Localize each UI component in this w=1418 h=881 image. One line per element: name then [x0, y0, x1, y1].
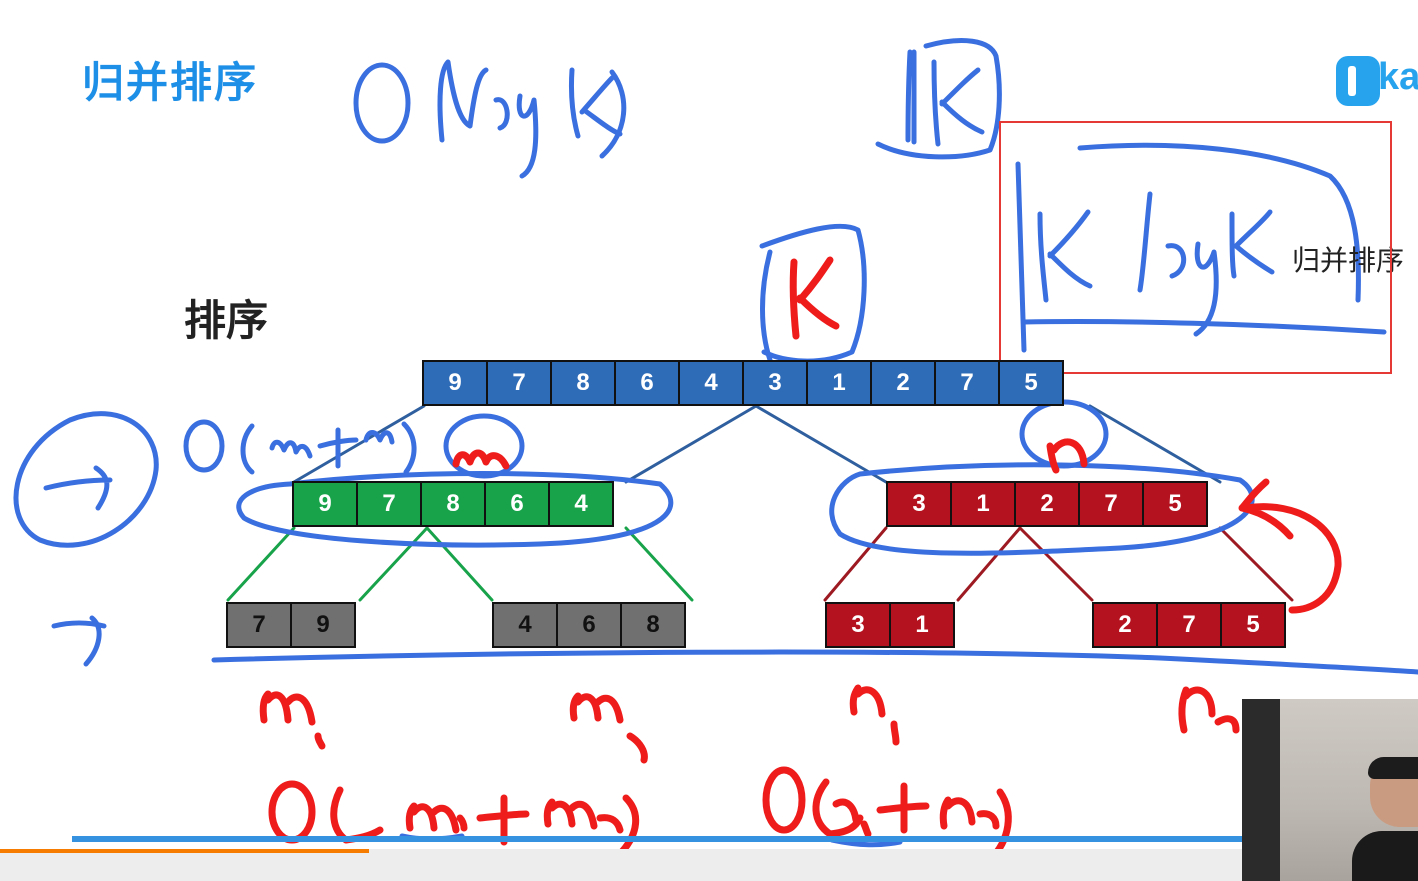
left-child-cell: 4	[548, 481, 614, 527]
blue-ink-strokes	[13, 38, 1418, 862]
leaf-cell: 2	[1092, 602, 1158, 648]
root-branch-lines	[292, 404, 1222, 484]
left-child-cell: 6	[484, 481, 550, 527]
leaf-cell: 6	[556, 602, 622, 648]
left-branch-lines	[226, 526, 694, 602]
leaf-cell: 7	[1156, 602, 1222, 648]
presenter-body	[1352, 831, 1418, 881]
root-array: 9 7 8 6 4 3 1 2 7 5	[422, 360, 1064, 406]
root-cell: 8	[550, 360, 616, 406]
right-child-array: 3 1 2 7 5	[886, 481, 1208, 527]
video-progress-fill	[0, 849, 369, 853]
logo-icon	[1336, 56, 1380, 106]
leaf-array-right-a: 3 1	[825, 602, 955, 648]
leaf-cell: 7	[226, 602, 292, 648]
left-child-cell: 9	[292, 481, 358, 527]
leaf-array-right-b: 2 7 5	[1092, 602, 1286, 648]
right-branch-lines	[823, 526, 1294, 602]
root-cell: 7	[486, 360, 552, 406]
highlight-box	[999, 121, 1392, 374]
leaf-cell: 4	[492, 602, 558, 648]
root-cell: 7	[934, 360, 1000, 406]
root-cell: 1	[806, 360, 872, 406]
left-child-cell: 7	[356, 481, 422, 527]
brand-logo: kai	[1336, 56, 1418, 108]
side-note-label: 归并排序	[1292, 244, 1405, 277]
root-cell: 2	[870, 360, 936, 406]
leaf-cell: 3	[825, 602, 891, 648]
leaf-cell: 5	[1220, 602, 1286, 648]
slide-bottom-rule	[72, 836, 1252, 842]
root-cell: 3	[742, 360, 808, 406]
leaf-array-left-a: 7 9	[226, 602, 356, 648]
logo-text: kai	[1378, 56, 1418, 98]
webcam-frame	[1242, 699, 1280, 881]
presenter-hair	[1368, 757, 1418, 779]
right-child-cell: 7	[1078, 481, 1144, 527]
leaf-cell: 1	[889, 602, 955, 648]
right-child-cell: 5	[1142, 481, 1208, 527]
root-cell: 4	[678, 360, 744, 406]
right-child-cell: 3	[886, 481, 952, 527]
page-title: 归并排序	[82, 58, 259, 107]
root-cell: 6	[614, 360, 680, 406]
presenter-webcam	[1242, 699, 1418, 881]
right-child-cell: 1	[950, 481, 1016, 527]
leaf-cell: 8	[620, 602, 686, 648]
root-cell: 9	[422, 360, 488, 406]
right-child-cell: 2	[1014, 481, 1080, 527]
left-child-array: 9 7 8 6 4	[292, 481, 614, 527]
red-ink-strokes	[259, 256, 1342, 864]
leaf-array-left-b: 4 6 8	[492, 602, 686, 648]
left-child-cell: 8	[420, 481, 486, 527]
sort-label: 排序	[184, 296, 269, 345]
video-progress-track[interactable]	[0, 849, 1418, 881]
leaf-cell: 9	[290, 602, 356, 648]
root-cell: 5	[998, 360, 1064, 406]
